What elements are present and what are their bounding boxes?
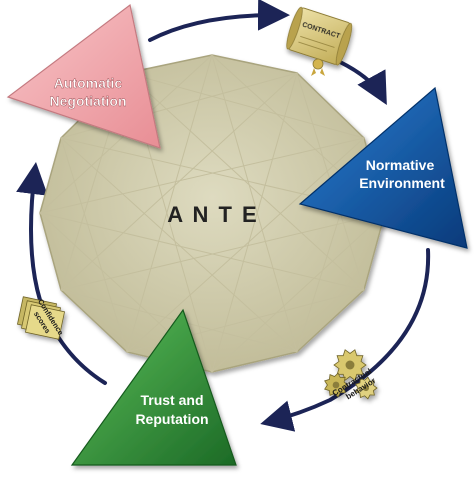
arrow-contract-to-normative bbox=[338, 60, 387, 106]
core-web-line bbox=[126, 54, 213, 353]
gear-icon bbox=[355, 376, 378, 400]
core-web-line bbox=[60, 212, 386, 291]
arrow-normative-to-trust bbox=[260, 248, 431, 432]
core-web-line bbox=[60, 137, 298, 353]
core-web-line bbox=[39, 212, 365, 291]
core-web-line bbox=[211, 72, 298, 373]
core-web-line bbox=[126, 72, 365, 291]
normative-environment-node: Normative Environment bbox=[298, 86, 468, 249]
core-web-line bbox=[126, 137, 365, 353]
contract-scroll-icon: CONTRACT bbox=[286, 6, 353, 66]
trust-label-line1: Trust and bbox=[140, 392, 203, 408]
gear-icon bbox=[333, 349, 367, 381]
core-web-line bbox=[126, 72, 365, 139]
contractual-behavior-gears-icon bbox=[324, 349, 378, 400]
negotiation-label-line2: Negotiation bbox=[50, 93, 127, 109]
contract-seal-icon bbox=[311, 58, 325, 76]
negotiation-triangle bbox=[6, 3, 161, 149]
normative-label-line2: Environment bbox=[359, 175, 445, 191]
automatic-negotiation-node: Automatic Negotiation bbox=[6, 3, 161, 149]
confidence-scores-stack-icon bbox=[16, 296, 66, 340]
arrow-negotiation-to-normative bbox=[148, 0, 290, 42]
core-web-line bbox=[60, 137, 128, 353]
trust-triangle bbox=[70, 308, 237, 466]
trust-label-line2: Reputation bbox=[135, 411, 208, 427]
negotiation-label-line1: Automatic bbox=[54, 75, 123, 91]
core-web-line bbox=[211, 212, 386, 373]
normative-label-line1: Normative bbox=[366, 157, 435, 173]
ante-label: A N T E bbox=[167, 202, 258, 227]
normative-triangle bbox=[298, 86, 468, 249]
trust-reputation-node: Trust and Reputation bbox=[70, 308, 237, 466]
core-web-line bbox=[211, 54, 298, 353]
gear-icon bbox=[324, 372, 349, 398]
core-web-line bbox=[39, 137, 365, 214]
